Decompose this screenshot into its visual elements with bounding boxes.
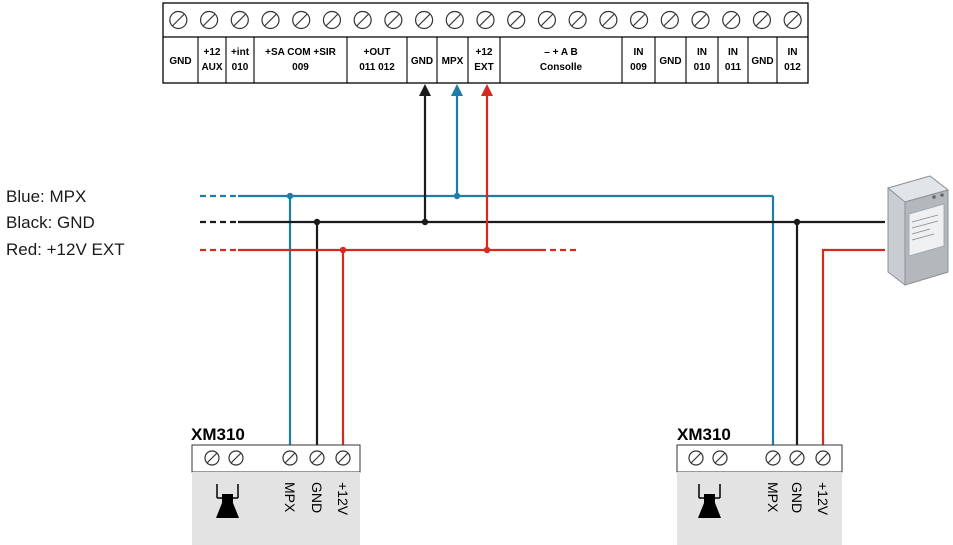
terminal-screw-slot xyxy=(448,13,462,27)
siren-icon xyxy=(216,484,239,518)
terminal-screw-row xyxy=(169,10,802,30)
terminal-screw-slot xyxy=(540,13,554,27)
terminal-label: 010 xyxy=(694,62,711,73)
terminal-label: IN xyxy=(697,47,707,58)
terminal-label-12v: +12V xyxy=(335,482,351,516)
legend: Blue: MPX Black: GND Red: +12V EXT xyxy=(6,187,125,259)
arrow-gnd xyxy=(419,84,431,96)
terminal-screw-slot xyxy=(356,13,370,27)
module-xm310-right: XM310 MPX GND +12V xyxy=(676,425,843,545)
terminal-label: MPX xyxy=(442,56,464,67)
terminal-screw-slot xyxy=(601,13,615,27)
terminal-label: EXT xyxy=(474,62,493,73)
legend-black: Black: GND xyxy=(6,213,95,232)
terminal-screw-slot xyxy=(694,13,707,27)
terminal-screw-slot xyxy=(663,13,677,27)
terminal-label: 012 xyxy=(784,62,801,73)
terminal-label: 009 xyxy=(630,62,647,73)
terminal-screw-slot xyxy=(202,13,216,27)
terminal-label-mpx: MPX xyxy=(282,482,298,513)
legend-blue: Blue: MPX xyxy=(6,187,86,206)
terminal-screw-slot xyxy=(479,13,492,27)
terminal-label: Consolle xyxy=(540,62,583,73)
terminal-label: +12 xyxy=(476,47,493,58)
terminal-screw-slot xyxy=(233,13,247,27)
terminal-label: 011 xyxy=(725,62,742,73)
terminal-screw-slot xyxy=(386,13,400,27)
terminal-label: 010 xyxy=(232,62,249,73)
wire-red-12v xyxy=(200,95,885,447)
terminal-label: +SA COM +SIR xyxy=(265,47,337,58)
terminal-label: IN xyxy=(788,47,798,58)
terminal-label: – + A B xyxy=(544,47,577,58)
siren-icon xyxy=(698,484,721,518)
terminal-label: 009 xyxy=(292,62,309,73)
terminal-screw-slot xyxy=(509,13,523,27)
module-title: XM310 xyxy=(191,425,245,444)
junction-dots xyxy=(286,192,801,254)
terminal-screw-slot xyxy=(571,13,585,27)
terminal-label-gnd: GND xyxy=(309,482,325,513)
terminal-screw-slot xyxy=(755,13,769,27)
arrow-12ext xyxy=(481,84,493,96)
terminal-label-gnd: GND xyxy=(789,482,805,513)
terminal-label: +OUT xyxy=(364,47,391,58)
terminal-screw-slot xyxy=(294,13,308,27)
terminal-label: IN xyxy=(728,47,738,58)
terminal-label: GND xyxy=(751,56,773,67)
terminal-label-mpx: MPX xyxy=(765,482,781,513)
terminal-label: GND xyxy=(659,56,681,67)
wire-blue-mpx xyxy=(200,95,775,447)
module-xm310-left: XM310 MPX GND +12V xyxy=(191,425,361,545)
terminal-label-12v: +12V xyxy=(815,482,831,516)
terminal-screw-slot xyxy=(325,13,339,27)
terminal-label: 011 012 xyxy=(359,62,395,73)
terminal-screw-slot xyxy=(786,13,800,27)
din-rail-power-supply-icon xyxy=(886,175,950,286)
terminal-screw-slot xyxy=(724,13,738,27)
terminal-label: IN xyxy=(634,47,644,58)
legend-red: Red: +12V EXT xyxy=(6,240,125,259)
terminal-screw-slot xyxy=(171,13,185,27)
terminal-screw-slot xyxy=(264,13,277,27)
terminal-screw-slot xyxy=(632,13,646,27)
module-screws xyxy=(204,450,351,466)
wire-black-gnd xyxy=(200,95,885,447)
terminal-label: GND xyxy=(169,56,191,67)
module-title: XM310 xyxy=(677,425,731,444)
terminal-screw-slot xyxy=(417,13,431,27)
arrow-mpx xyxy=(451,84,463,96)
module-screws xyxy=(688,450,831,466)
terminal-label: AUX xyxy=(201,62,222,73)
terminal-label: GND xyxy=(411,56,433,67)
terminal-label: +int xyxy=(231,47,250,58)
terminal-label: +12 xyxy=(204,47,221,58)
